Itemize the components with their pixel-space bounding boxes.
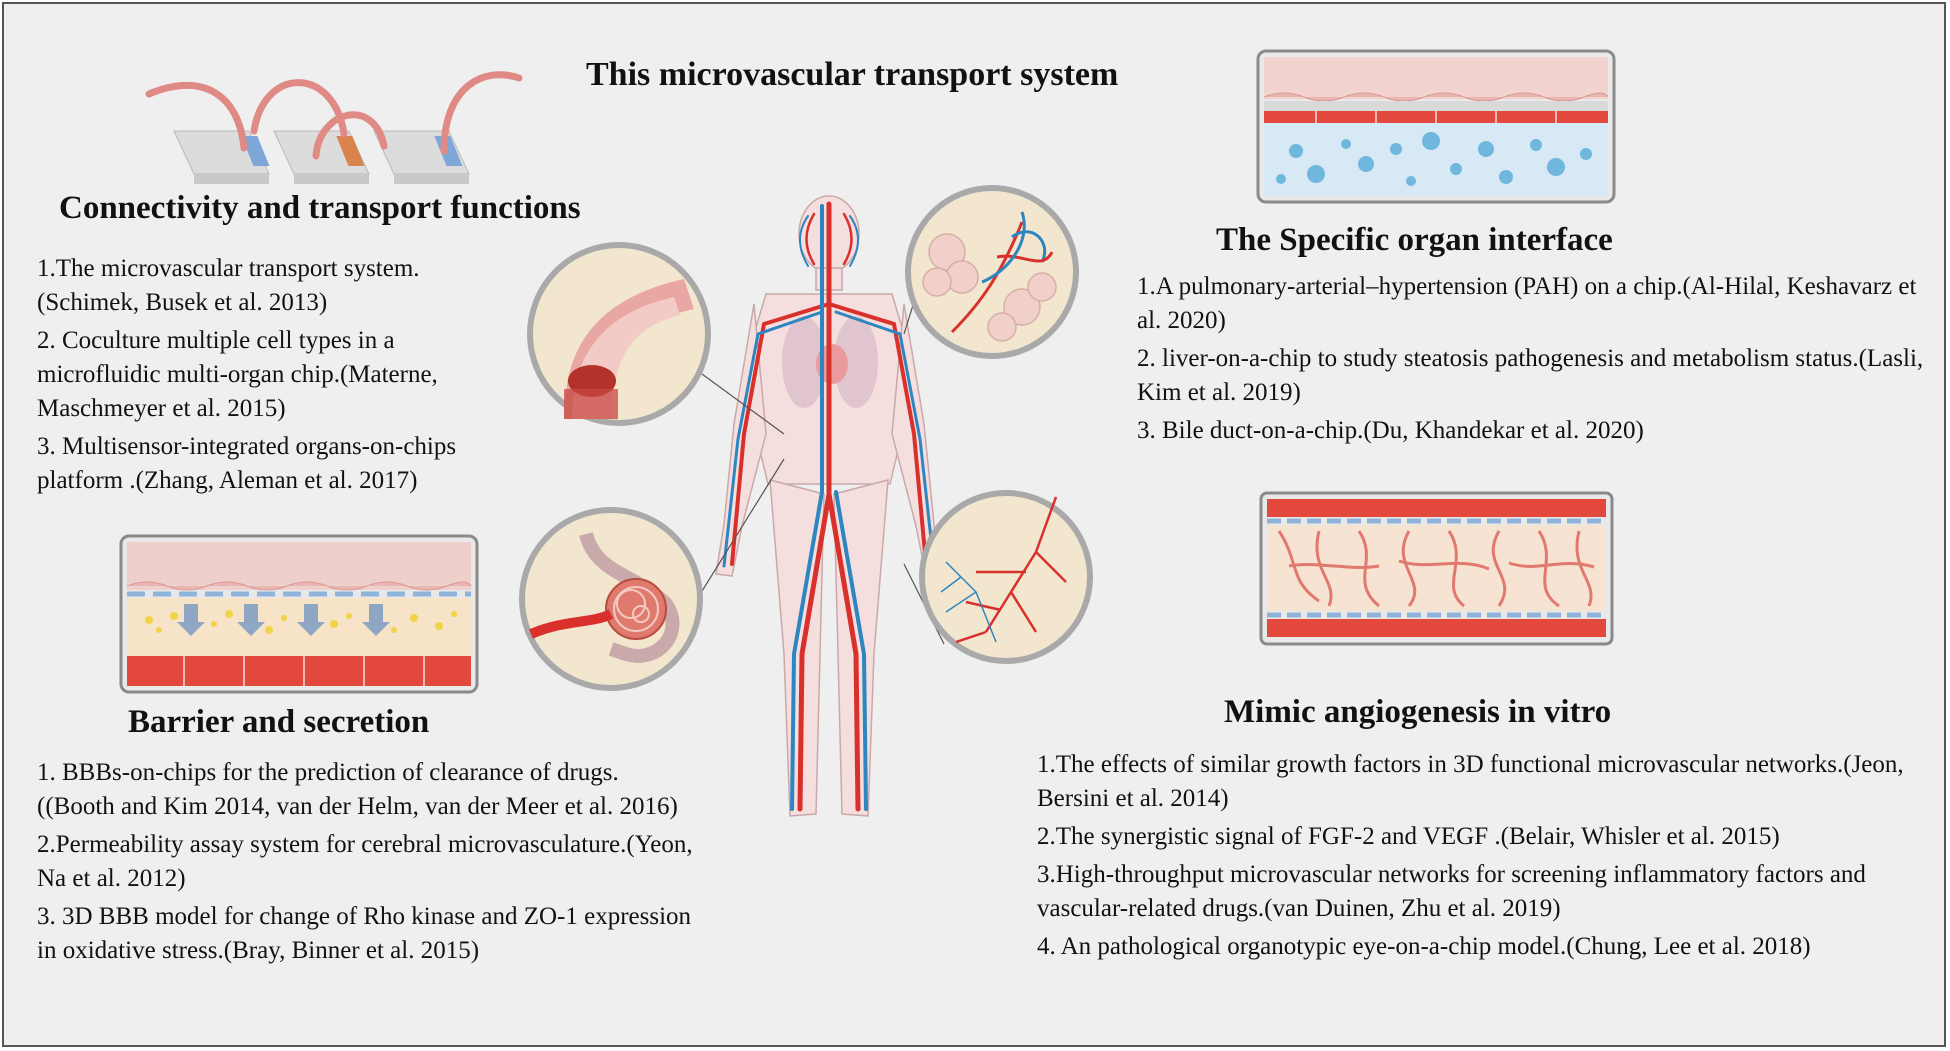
angiogenesis-list: 1.The effects of similar growth factors …	[1037, 748, 1927, 968]
list-item: 2. liver-on-a-chip to study steatosis pa…	[1137, 345, 1924, 406]
organ-interface-chip-illustration	[1256, 49, 1616, 204]
list-item: 1.The effects of similar growth factors …	[1037, 751, 1904, 812]
vessel-wall-circle	[527, 242, 711, 426]
left-lung	[782, 316, 826, 408]
list-item: 1. BBBs-on-chips for the prediction of c…	[37, 759, 678, 820]
figure-title: This microvascular transport system	[586, 56, 1119, 93]
barrier-heading: Barrier and secretion	[128, 704, 430, 740]
list-item: 2.The synergistic signal of FGF-2 and VE…	[1037, 823, 1780, 850]
organ-interface-list: 1.A pulmonary-arterial–hypertension (PAH…	[1137, 270, 1927, 452]
multi-organ-chip-illustration	[145, 71, 523, 184]
barrier-list: 1. BBBs-on-chips for the prediction of c…	[37, 756, 697, 972]
capillary-circle	[919, 490, 1093, 664]
right-lung	[834, 316, 878, 408]
connectivity-list: 1.The microvascular transport system.(Sc…	[37, 252, 517, 502]
angiogenesis-chip-illustration	[1259, 491, 1614, 646]
list-item: 3.High-throughput microvascular networks…	[1037, 861, 1866, 922]
barrier-chip-illustration	[119, 534, 479, 694]
list-item: 1.The microvascular transport system.(Sc…	[37, 255, 420, 316]
list-item: 2.Permeability assay system for cerebral…	[37, 831, 693, 892]
list-item: 3. Bile duct-on-a-chip.(Du, Khandekar et…	[1137, 417, 1644, 444]
list-item: 3. 3D BBB model for change of Rho kinase…	[37, 903, 692, 964]
list-item: 1.A pulmonary-arterial–hypertension (PAH…	[1137, 273, 1917, 334]
list-item: 2. Coculture multiple cell types in a mi…	[37, 327, 438, 422]
glomerulus-circle	[519, 507, 703, 691]
arteries	[730, 201, 928, 812]
angiogenesis-heading: Mimic angiogenesis in vitro	[1224, 694, 1612, 730]
circulatory-system-figure	[715, 195, 943, 817]
connectivity-heading: Connectivity and transport functions	[59, 190, 581, 226]
alveoli-circle	[905, 185, 1079, 359]
list-item: 4. An pathological organotypic eye-on-a-…	[1037, 933, 1811, 960]
veins	[722, 204, 936, 811]
organ-interface-heading: The Specific organ interface	[1216, 222, 1613, 258]
list-item: 3. Multisensor-integrated organs-on-chip…	[37, 433, 457, 494]
